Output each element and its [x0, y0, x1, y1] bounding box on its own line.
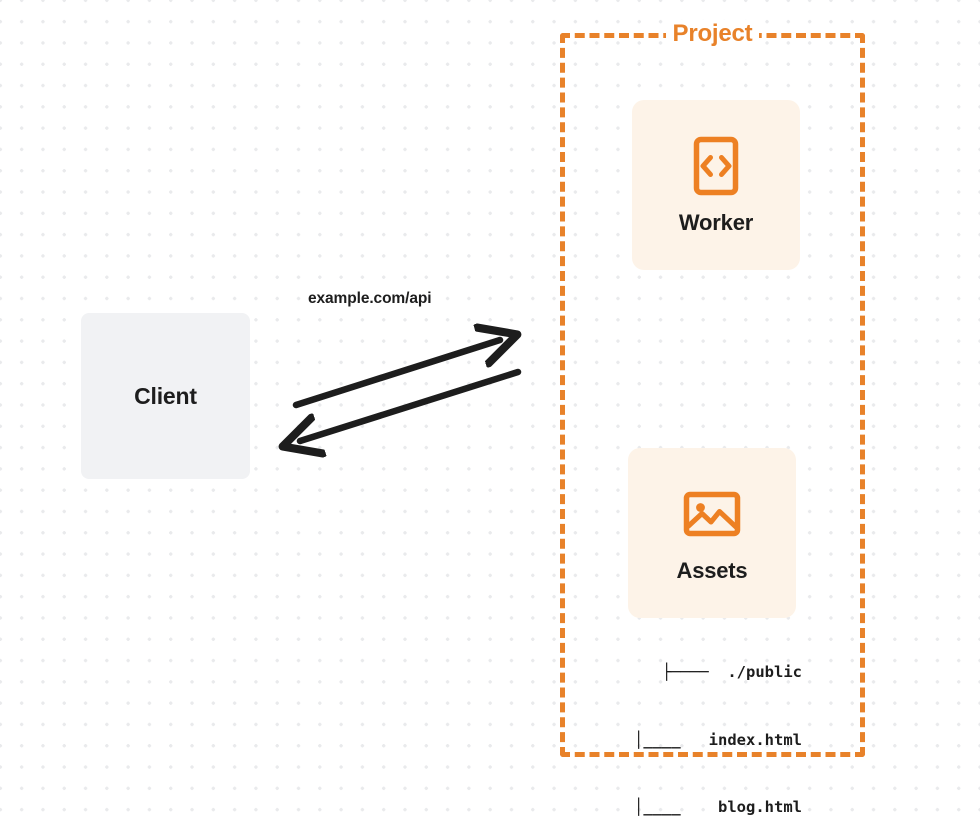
assets-file-tree: ├──── ./public │____ index.html │____ bl… — [604, 616, 802, 818]
assets-label: Assets — [676, 558, 748, 583]
worker-label: Worker — [678, 210, 754, 235]
project-title: Project — [665, 20, 760, 48]
request-arrow — [292, 340, 500, 409]
file-tree-row: │____ blog.html — [634, 798, 802, 816]
client-label: Client — [134, 382, 197, 409]
image-icon — [683, 491, 741, 537]
connection-label: example.com/api — [308, 290, 432, 307]
file-tree-row: │____ index.html — [634, 730, 802, 749]
assets-node[interactable]: Assets — [628, 448, 796, 618]
response-arrow — [300, 368, 522, 441]
client-node[interactable]: Client — [81, 313, 250, 479]
code-brackets-icon — [693, 136, 739, 196]
worker-node[interactable]: Worker — [632, 100, 800, 270]
file-tree-row: ├──── ./public — [662, 663, 802, 681]
project-container: Project — [560, 20, 865, 757]
